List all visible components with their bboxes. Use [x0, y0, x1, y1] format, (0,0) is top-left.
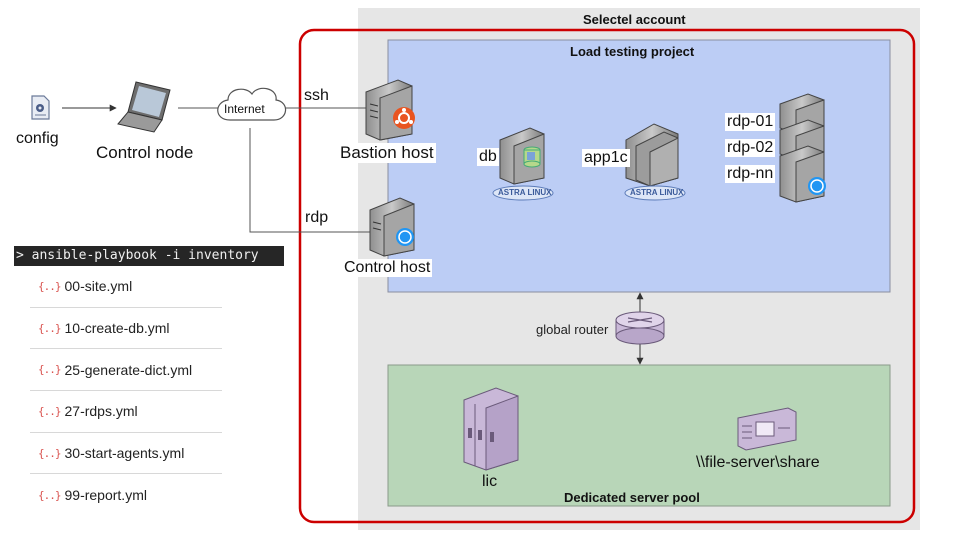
bastion-label: Bastion host	[338, 143, 436, 163]
config-label: config	[16, 130, 59, 147]
router-icon	[615, 311, 665, 345]
account-border	[298, 28, 916, 524]
internet-label: Internet	[224, 102, 265, 116]
lic-server-icon	[463, 387, 519, 471]
playbook-filename: 00-site.yml	[64, 278, 133, 295]
astra-linux-text-app1c: ASTRA LINUX	[630, 188, 684, 197]
windows-icon-control-host	[396, 228, 414, 246]
app1c-server-icon	[625, 123, 679, 187]
playbook-filename: 30-start-agents.yml	[64, 445, 185, 462]
playbook-filename: 27-rdps.yml	[64, 403, 138, 420]
rdp-nn-label: rdp-nn	[725, 165, 776, 183]
rdp-02-label: rdp-02	[725, 139, 776, 157]
file-server-label: \\file-server\share	[696, 454, 820, 471]
rdp-label: rdp	[305, 209, 329, 226]
list-item: {..} 10-create-db.yml	[30, 308, 222, 350]
file-server-icon	[737, 407, 797, 451]
app1c-label: app1c	[582, 149, 630, 167]
ssh-label: ssh	[304, 87, 329, 104]
lic-label: lic	[482, 473, 498, 490]
yaml-file-icon: {..}	[38, 446, 61, 460]
astra-linux-badge-db	[492, 185, 554, 201]
db-server-icon	[499, 127, 545, 185]
laptop-icon	[117, 81, 171, 133]
yaml-file-icon: {..}	[38, 321, 61, 335]
config-icon	[31, 95, 50, 120]
yaml-file-icon: {..}	[38, 363, 61, 377]
control-host-label: Control host	[342, 259, 433, 277]
list-item: {..} 27-rdps.yml	[30, 391, 222, 433]
rdp-line	[249, 128, 372, 233]
playbook-filename: 10-create-db.yml	[64, 320, 170, 337]
yaml-file-icon: {..}	[38, 404, 61, 418]
ubuntu-icon	[393, 107, 415, 129]
yaml-file-icon: {..}	[38, 279, 61, 293]
pool-region	[387, 364, 891, 507]
list-item: {..} 30-start-agents.yml	[30, 433, 222, 475]
list-item: {..} 25-generate-dict.yml	[30, 349, 222, 392]
control-node-label: Control node	[96, 143, 194, 162]
rdp-01-label: rdp-01	[725, 113, 776, 131]
playbook-list: {..} 00-site.yml {..} 10-create-db.yml {…	[30, 266, 222, 516]
playbook-filename: 25-generate-dict.yml	[64, 361, 193, 378]
internet-cloud-icon	[217, 87, 287, 121]
account-title: Selectel account	[583, 12, 686, 27]
astra-linux-text-db: ASTRA LINUX	[498, 188, 552, 197]
astra-linux-badge-app1c	[624, 185, 686, 201]
project-title: Load testing project	[570, 44, 695, 59]
pool-title: Dedicated server pool	[564, 490, 700, 505]
yaml-file-icon: {..}	[38, 488, 61, 502]
db-label: db	[477, 148, 499, 166]
ansible-command: > ansible-playbook -i inventory	[14, 246, 284, 266]
list-item: {..} 99-report.yml	[30, 474, 222, 516]
list-item: {..} 00-site.yml	[30, 266, 222, 308]
playbook-filename: 99-report.yml	[64, 487, 147, 504]
windows-icon-rdp	[808, 177, 826, 195]
global-router-label: global router	[536, 322, 609, 337]
rdp-server-stack-icon	[779, 93, 825, 203]
